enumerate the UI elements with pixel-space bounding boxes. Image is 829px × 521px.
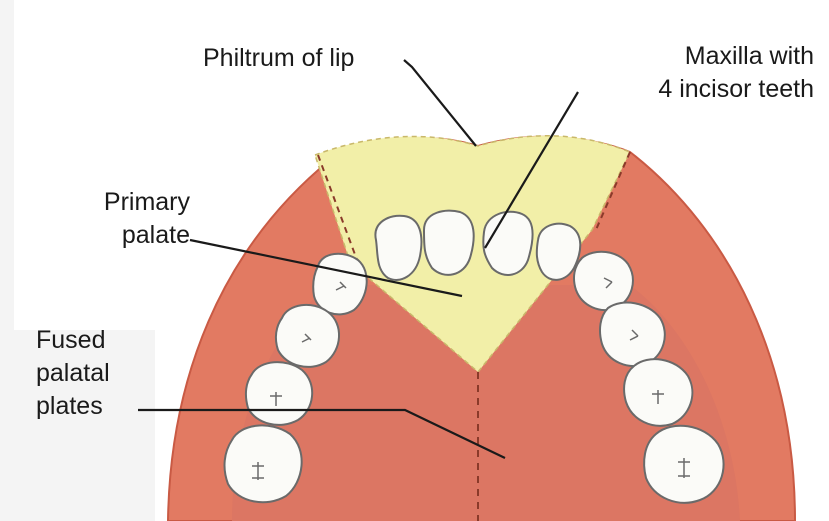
- tooth-icon: [246, 362, 312, 425]
- label-fused-palatal-plates: Fused palatal plates: [36, 324, 110, 423]
- label-maxilla-line1: Maxilla with: [592, 40, 814, 73]
- label-fused-line2: palatal: [36, 357, 110, 390]
- label-fused-line3: plates: [36, 390, 110, 423]
- tooth-icon: [313, 254, 366, 315]
- label-philtrum-of-lip: Philtrum of lip: [203, 42, 354, 75]
- incisor-icon: [375, 216, 421, 280]
- tooth-icon: [225, 425, 302, 502]
- tooth-icon: [600, 303, 665, 366]
- label-maxilla: Maxilla with 4 incisor teeth: [592, 40, 814, 106]
- label-maxilla-line2: 4 incisor teeth: [592, 73, 814, 106]
- label-primary-line1: Primary: [80, 186, 190, 219]
- label-primary-line2: palate: [80, 219, 190, 252]
- incisor-icon: [424, 211, 474, 275]
- label-fused-line1: Fused: [36, 324, 110, 357]
- tooth-icon: [574, 252, 633, 310]
- incisor-icon: [483, 212, 532, 275]
- label-primary-palate: Primary palate: [80, 186, 190, 252]
